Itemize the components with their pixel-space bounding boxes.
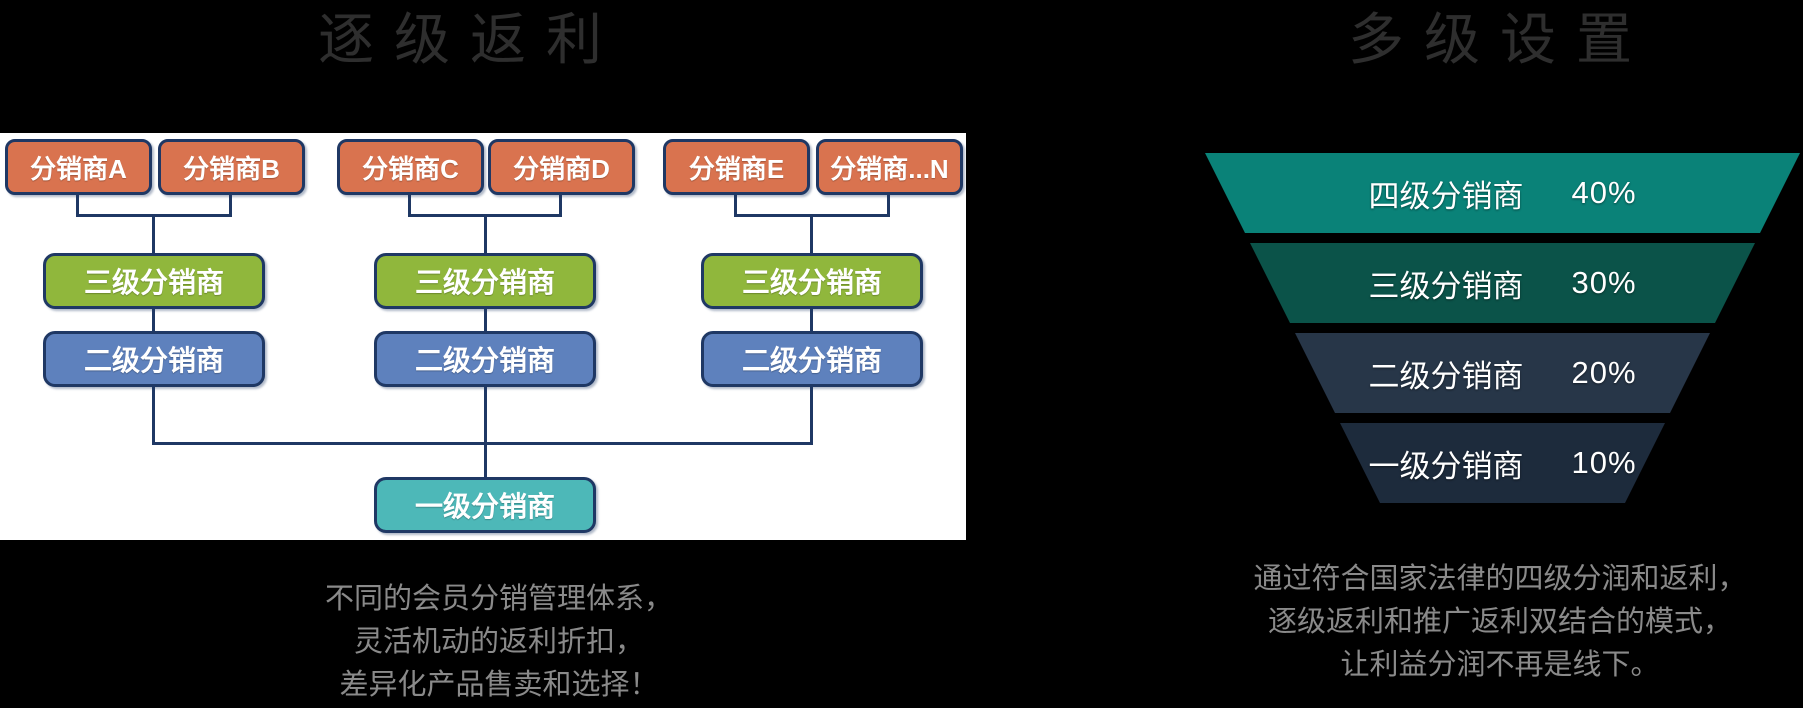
distributor-box-n: 分销商...N bbox=[816, 139, 963, 195]
org-chart-panel: 分销商A 分销商B 分销商C 分销商D 分销商E 分销商...N 三级分销商 三… bbox=[0, 133, 966, 540]
funnel-level-percent: 40% bbox=[1571, 175, 1637, 210]
connector-drop bbox=[810, 387, 813, 445]
left-caption-line: 不同的会员分销管理体系， bbox=[324, 583, 673, 615]
connector-stub bbox=[408, 195, 411, 217]
distributor-box-e: 分销商E bbox=[663, 139, 810, 195]
connector-stub bbox=[559, 195, 562, 217]
funnel-level-label: 三级分销商 bbox=[1368, 268, 1524, 304]
connector-drop bbox=[152, 309, 155, 331]
right-caption-line: 让利益分润不再是线下。 bbox=[1340, 649, 1660, 681]
connector-drop bbox=[484, 309, 487, 331]
right-caption-line: 逐级返利和推广返利双结合的模式， bbox=[1267, 606, 1732, 638]
connector-drop bbox=[810, 309, 813, 331]
connector-drop bbox=[810, 214, 813, 253]
distributor-box-b: 分销商B bbox=[158, 139, 305, 195]
connector-stub bbox=[229, 195, 232, 217]
funnel-level-percent: 10% bbox=[1571, 445, 1637, 480]
funnel-level-percent: 30% bbox=[1571, 265, 1637, 300]
right-section-title: 多级设置 bbox=[1348, 8, 1652, 71]
level2-box: 二级分销商 bbox=[374, 331, 596, 387]
level3-box: 三级分销商 bbox=[701, 253, 923, 309]
funnel-level-percent: 20% bbox=[1571, 355, 1637, 390]
funnel-level-4: 四级分销商 40% bbox=[1205, 153, 1800, 233]
left-section-title: 逐级返利 bbox=[318, 8, 622, 71]
left-caption: 不同的会员分销管理体系， 灵活机动的返利折扣， 差异化产品售卖和选择！ bbox=[149, 578, 849, 707]
connector-drop bbox=[484, 387, 487, 445]
funnel-level-label: 一级分销商 bbox=[1368, 448, 1524, 484]
funnel-level-label: 四级分销商 bbox=[1368, 178, 1524, 214]
level2-box: 二级分销商 bbox=[701, 331, 923, 387]
connector-drop bbox=[152, 387, 155, 445]
connector-stub bbox=[887, 195, 890, 217]
connector-drop bbox=[152, 214, 155, 253]
level1-box: 一级分销商 bbox=[374, 477, 596, 533]
connector-collector-bar bbox=[152, 442, 813, 445]
distributor-box-d: 分销商D bbox=[488, 139, 635, 195]
level2-box: 二级分销商 bbox=[43, 331, 265, 387]
connector-stub bbox=[734, 195, 737, 217]
funnel-level-2: 二级分销商 20% bbox=[1295, 333, 1710, 413]
right-caption: 通过符合国家法律的四级分润和返利， 逐级返利和推广返利双结合的模式， 让利益分润… bbox=[1195, 558, 1803, 687]
left-caption-line: 灵活机动的返利折扣， bbox=[353, 626, 644, 658]
connector-drop bbox=[484, 445, 487, 477]
level3-box: 三级分销商 bbox=[43, 253, 265, 309]
distributor-box-c: 分销商C bbox=[337, 139, 484, 195]
distributor-box-a: 分销商A bbox=[5, 139, 152, 195]
connector-drop bbox=[484, 214, 487, 253]
left-caption-line: 差异化产品售卖和选择！ bbox=[339, 669, 659, 701]
connector-stub bbox=[76, 195, 79, 217]
right-caption-line: 通过符合国家法律的四级分润和返利， bbox=[1253, 563, 1747, 595]
funnel-level-1: 一级分销商 10% bbox=[1340, 423, 1665, 503]
funnel-level-label: 二级分销商 bbox=[1368, 358, 1524, 394]
level3-box: 三级分销商 bbox=[374, 253, 596, 309]
funnel-level-3: 三级分销商 30% bbox=[1250, 243, 1755, 323]
funnel-chart: 四级分销商 40% 三级分销商 30% 二级分销商 20% 一级分销商 10% bbox=[1205, 153, 1800, 503]
